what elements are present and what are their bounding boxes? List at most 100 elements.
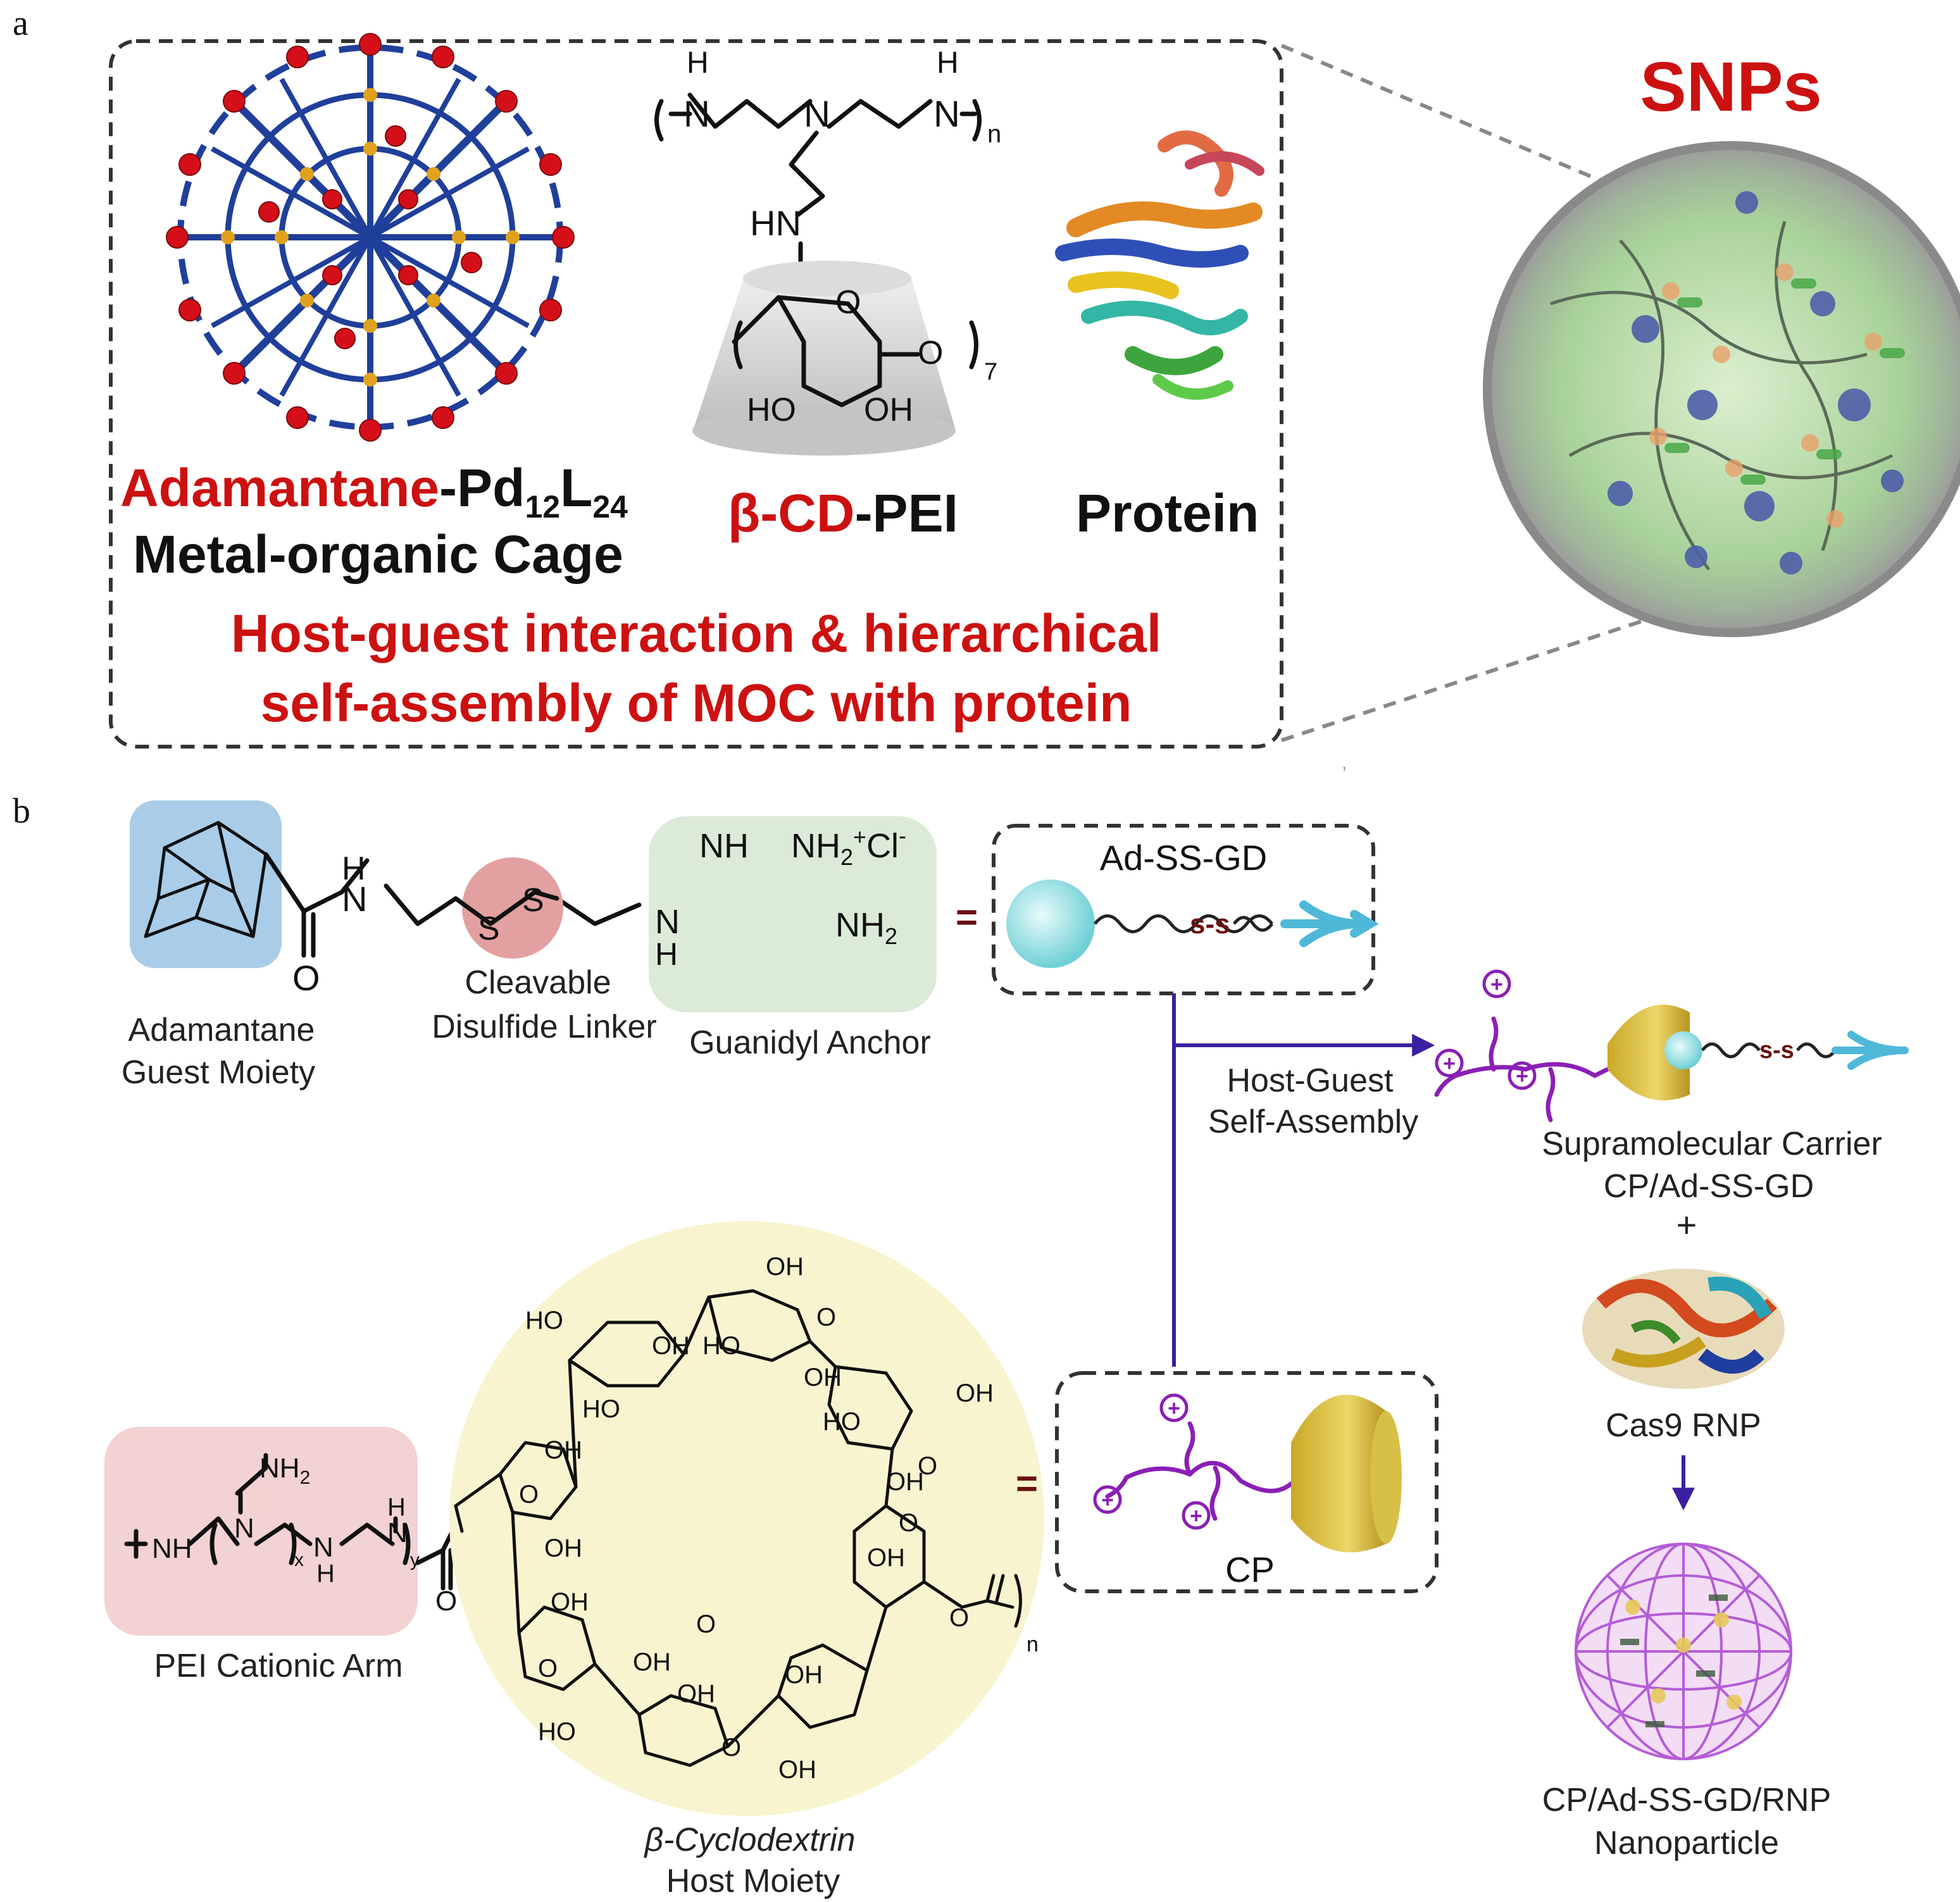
svg-text:OH: OH: [956, 1379, 994, 1407]
zoom-line-bottom: [1281, 606, 1684, 742]
svg-text:O: O: [519, 1481, 539, 1508]
chem-n-top-2: N: [804, 94, 830, 135]
svg-text:O: O: [721, 1734, 741, 1762]
panel-b-label: b: [13, 792, 30, 831]
ss-label-box: s-s: [1190, 909, 1230, 940]
cd-label-line1: β-Cyclodextrin: [643, 1822, 855, 1858]
snps-label: SNPs: [1640, 48, 1821, 126]
stray-mark: ,: [1342, 752, 1347, 773]
adamantane-guest-line2: Guest Moiety: [122, 1054, 315, 1091]
svg-text:OH: OH: [778, 1756, 816, 1784]
zoom-line-top: [1280, 44, 1773, 255]
chem-sub-n: n: [987, 120, 1001, 148]
svg-text:OH: OH: [544, 1534, 582, 1562]
snps-sphere: [1483, 141, 1960, 637]
adamantane-ball: [1006, 880, 1095, 968]
anchor-label: Guanidyl Anchor: [689, 1024, 931, 1061]
nanoparticle-sphere: [1575, 1543, 1792, 1760]
svg-text:OH: OH: [804, 1364, 842, 1391]
svg-text:+: +: [1168, 1396, 1180, 1420]
chem-n-pei: N: [234, 1513, 254, 1544]
adssgd-label: Ad-SS-GD: [1100, 838, 1268, 878]
cyclodextrin-structure: [454, 1289, 1022, 1767]
svg-text:+: +: [1190, 1504, 1202, 1528]
pei-structure: [124, 1453, 477, 1591]
svg-text:OH: OH: [551, 1588, 589, 1616]
chem-nh2-plus: NH2+Cl-: [791, 823, 906, 870]
svg-text:OH: OH: [677, 1680, 715, 1708]
equals-top: =: [956, 896, 978, 938]
svg-text:OH: OH: [785, 1661, 823, 1689]
plus-sign: +: [1676, 1205, 1697, 1245]
cas9-rnp-graphic: [1582, 1269, 1785, 1389]
chem-n-pei-2: N: [313, 1532, 334, 1563]
panel-a-label: a: [13, 4, 28, 43]
chem-o-link: O: [918, 335, 943, 371]
cp-box: [1055, 1371, 1439, 1593]
carrier-line2: CP/Ad-SS-GD: [1604, 1168, 1814, 1205]
svg-text:OH: OH: [633, 1648, 671, 1676]
carrier-line1: Supramolecular Carrier: [1542, 1126, 1882, 1162]
assembly-line1: Host-Guest: [1227, 1062, 1394, 1099]
chem-nh-anchor: NH: [699, 827, 749, 865]
cage-label-line1: Adamantane-Pd12L24: [120, 458, 628, 525]
linker-line1: Cleavable: [465, 964, 611, 1001]
chem-h-top-2: H: [937, 46, 959, 80]
panel-a-dashed-box: [109, 39, 1283, 749]
protein-label: Protein: [1076, 483, 1259, 543]
cp-graphic: + + +: [1093, 1393, 1402, 1553]
chem-n-top-1: N: [684, 94, 710, 135]
chem-oh: OH: [864, 392, 913, 428]
svg-text:+: +: [1443, 1052, 1456, 1076]
cp-label: CP: [1225, 1550, 1275, 1589]
chem-n-anchor: N: [655, 903, 680, 941]
svg-text:HO: HO: [538, 1718, 576, 1746]
svg-text:O: O: [816, 1303, 836, 1331]
assembly-line2: Self-Assembly: [1208, 1103, 1418, 1140]
chem-s-1: S: [478, 911, 500, 947]
cage-label-line2: Metal-organic Cage: [133, 525, 623, 584]
cd-pei-label: β-CD-PEI: [728, 483, 958, 543]
chem-y-pei: y: [410, 1550, 420, 1570]
adssgd-box: [992, 824, 1375, 995]
chem-n-top-3: N: [933, 94, 960, 135]
chem-nh-pei-1: NH: [152, 1533, 192, 1564]
chem-h-pei-2: H: [316, 1560, 335, 1588]
svg-text:O: O: [949, 1604, 969, 1632]
equals-bottom: =: [1016, 1462, 1038, 1505]
chem-n-amide: N: [342, 879, 367, 919]
svg-text:OH: OH: [652, 1332, 690, 1360]
svg-text:O: O: [538, 1655, 558, 1682]
svg-text:+: +: [1101, 1488, 1114, 1512]
adamantane-guest-line1: Adamantane: [128, 1012, 315, 1048]
chem-h-amide: H: [342, 850, 366, 887]
chem-h-anchor: H: [655, 936, 678, 972]
svg-text:HO: HO: [823, 1408, 861, 1436]
linker-line2: Disulfide Linker: [432, 1009, 657, 1045]
caption-line1: Host-guest interaction & hierarchical: [231, 604, 1161, 663]
chem-o-amide: O: [292, 958, 320, 998]
chem-nh2-pei: NH2: [259, 1453, 310, 1488]
chem-x-pei: x: [294, 1550, 304, 1570]
metal-organic-cage-image: [166, 33, 575, 442]
pei-label: PEI Cationic Arm: [154, 1648, 403, 1684]
chem-n-pei-3: N: [387, 1517, 408, 1548]
svg-text:OH: OH: [766, 1253, 804, 1281]
chem-nh2-anchor: NH2: [835, 906, 897, 949]
protein-image: [1055, 130, 1264, 400]
cd-label-line2: Host Moiety: [666, 1863, 840, 1899]
cd-n-sub: n: [1027, 1632, 1039, 1656]
svg-text:OH: OH: [544, 1436, 582, 1464]
svg-text:OH: OH: [867, 1544, 905, 1572]
svg-text:O: O: [696, 1610, 716, 1638]
svg-text:O: O: [918, 1452, 937, 1480]
chem-o-pei-1: O: [435, 1586, 457, 1617]
svg-text:HO: HO: [582, 1395, 620, 1423]
caption-line2: self-assembly of MOC with protein: [261, 673, 1132, 733]
chem-s-2: S: [522, 882, 544, 919]
chem-sub-7: 7: [984, 359, 997, 385]
guanidyl-trident: [1280, 900, 1379, 947]
chem-ho: HO: [747, 392, 796, 428]
svg-text:+: +: [1516, 1064, 1528, 1088]
